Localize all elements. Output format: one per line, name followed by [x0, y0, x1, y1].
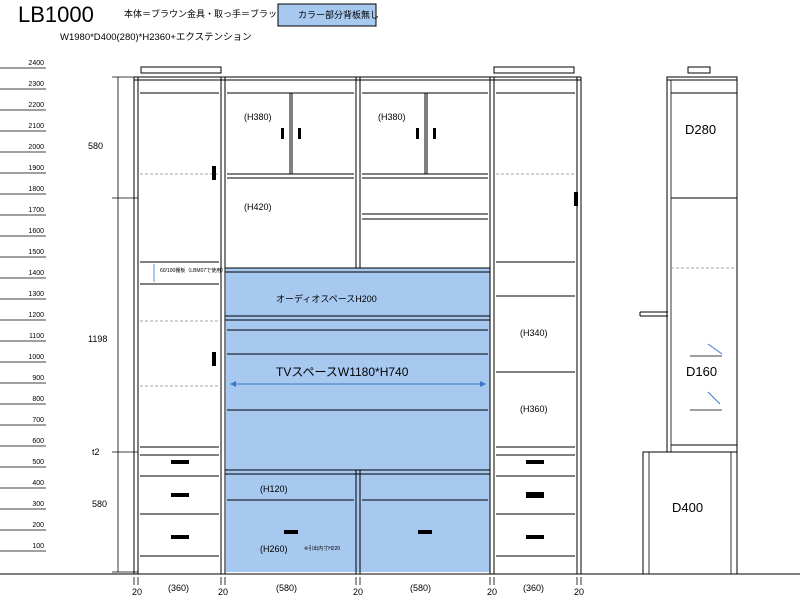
scale-tick-label: 1800: [28, 186, 44, 193]
scale-tick-label: 1900: [28, 165, 44, 172]
height-scale: 2400 2300 2200 2100 2000 1900 1800 1700 1600 1500…: [0, 60, 46, 552]
drawer-left-highlight: [226, 500, 356, 572]
label-h380-right: (H380): [378, 112, 406, 122]
scale-tick-label: 400: [32, 480, 44, 487]
note-shelf: 60/100棚板（LBM07で使用）: [160, 267, 226, 274]
dim-360-left: (360): [168, 583, 189, 593]
scale-tick-label: 1200: [28, 312, 44, 319]
legend-text: カラー部分背板無し: [298, 9, 379, 20]
scale-tick-label: 800: [32, 396, 44, 403]
scale-tick-label: 2200: [28, 102, 44, 109]
dim-580-lower: 580: [92, 499, 107, 509]
dim-20-b: 20: [218, 587, 228, 597]
model-title: LB1000: [18, 2, 94, 27]
size-text: W1980*D400(280)*H2360+エクステンション: [60, 32, 252, 43]
dim-1198: 1198: [88, 334, 107, 344]
label-h260: (H260): [260, 544, 288, 554]
dim-580-a: (580): [276, 583, 297, 593]
scale-tick-label: 1600: [28, 228, 44, 235]
scale-tick-label: 1000: [28, 354, 44, 361]
scale-tick-label: 900: [32, 375, 44, 382]
label-h120: (H120): [260, 484, 288, 494]
drawer-right-highlight: [361, 500, 490, 572]
scale-tick-label: 300: [32, 501, 44, 508]
dim-20-a: 20: [132, 587, 142, 597]
scale-tick-label: 100: [32, 543, 44, 550]
dim-20-e: 20: [574, 587, 584, 597]
bottom-dims: 20 20 20 20 20 (360) (580) (580) (360): [132, 577, 584, 597]
label-d400: D400: [672, 500, 703, 515]
label-d160: D160: [686, 364, 717, 379]
scale-tick-label: 1300: [28, 291, 44, 298]
scale-tick-label: 2400: [28, 60, 44, 67]
dim-20-d: 20: [487, 587, 497, 597]
scale-tick-label: 1500: [28, 249, 44, 256]
front-elevation: 60/100棚板（LBM07で使用） (H380) (H380) (H420): [133, 66, 582, 574]
label-h360: (H360): [520, 404, 548, 414]
dim-360-right: (360): [523, 583, 544, 593]
body-color-text: 本体＝ブラウン: [124, 8, 187, 19]
label-audio-space: オーディオスペースH200: [276, 293, 377, 304]
label-tv-space: TVスペースW1180*H740: [276, 365, 409, 379]
note-drawer: ※引出内寸H220: [304, 545, 340, 552]
scale-tick-label: 2100: [28, 123, 44, 130]
scale-tick-label: 1100: [29, 333, 44, 340]
dim-580-b: (580): [410, 583, 431, 593]
scale-tick-label: 2000: [28, 144, 44, 151]
scale-tick-label: 2300: [28, 81, 44, 88]
scale-tick-label: 700: [32, 417, 44, 424]
dim-t2: t2: [92, 447, 100, 457]
label-h380-left: (H380): [244, 112, 272, 122]
dim-580-upper: 580: [88, 141, 103, 151]
scale-tick-label: 1700: [28, 207, 44, 214]
scale-tick-label: 200: [32, 522, 44, 529]
label-h420: (H420): [244, 202, 272, 212]
label-d280: D280: [685, 122, 716, 137]
hardware-text: 金具・取っ手＝ブラック: [187, 8, 286, 19]
scale-tick-label: 500: [32, 459, 44, 466]
label-h340: (H340): [520, 328, 548, 338]
dim-20-c: 20: [353, 587, 363, 597]
scale-tick-label: 600: [32, 438, 44, 445]
side-elevation: D280 D160 D400: [639, 66, 738, 575]
scale-tick-label: 1400: [28, 270, 44, 277]
legend-swatch: [277, 3, 377, 27]
